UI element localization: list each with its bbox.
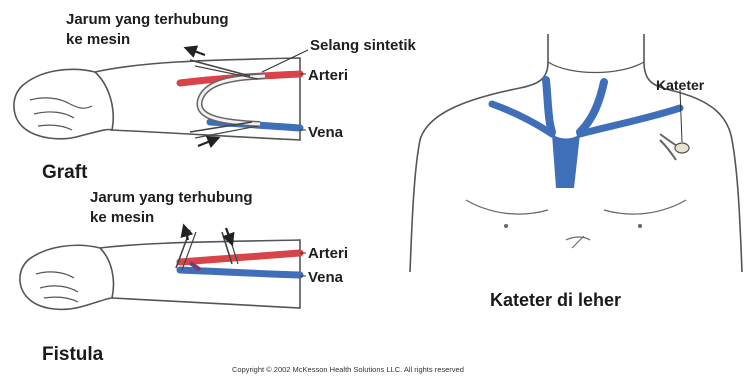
torso-neck-line	[548, 62, 644, 73]
neck-caption: Kateter di leher	[490, 290, 621, 310]
graft-needle-label-line1: Jarum yang terhubung	[66, 11, 229, 28]
graft-arrow-top	[186, 48, 205, 55]
copyright-notice: Copyright © 2002 McKesson Health Solutio…	[232, 365, 464, 374]
graft-synthetic-label: Selang sintetik	[310, 37, 417, 54]
fistula-needle-label-line1: Jarum yang terhubung	[90, 189, 253, 206]
fistula-arm-illustration	[20, 226, 306, 309]
graft-title: Graft	[42, 162, 88, 183]
superior-vena-cava	[552, 134, 580, 188]
torso-illustration	[410, 34, 742, 272]
graft-arm-illustration	[14, 48, 308, 146]
fistula-title: Fistula	[42, 344, 104, 365]
graft-needle-label-line2: ke mesin	[66, 31, 130, 48]
graft-artery-label: Arteri	[308, 67, 348, 84]
graft-fist	[14, 69, 113, 138]
jugular-vein-left	[546, 80, 552, 132]
graft-vein-label: Vena	[308, 124, 344, 141]
torso-chest-right	[604, 200, 686, 214]
fistula-arrow-left	[184, 226, 188, 240]
torso-chest-left	[466, 200, 548, 214]
fistula-vein-label: Vena	[308, 269, 344, 286]
jugular-vein-right	[580, 82, 604, 132]
fistula-artery-label: Arteri	[308, 245, 348, 262]
catheter-leader	[680, 90, 682, 142]
catheter-label: Kateter	[656, 77, 705, 93]
fistula-needle-label-line2: ke mesin	[90, 209, 154, 226]
subclavian-vein-left	[492, 104, 552, 134]
graft-arrow-bottom	[198, 138, 218, 146]
catheter-hub	[675, 143, 689, 153]
fistula-fist	[20, 245, 114, 309]
